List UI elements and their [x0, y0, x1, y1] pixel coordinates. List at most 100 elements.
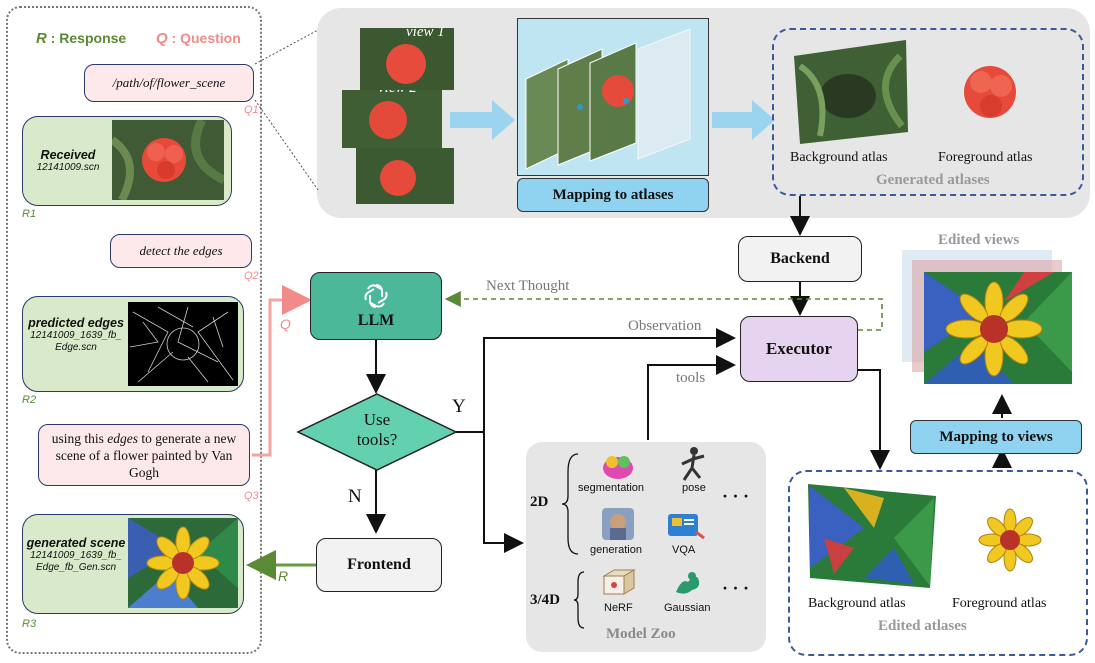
edited-view-front	[924, 272, 1072, 384]
arrow-next-thought	[444, 291, 883, 331]
generated-fg-atlas-caption: Foreground atlas	[938, 150, 1033, 165]
pose-label: pose	[682, 482, 706, 494]
zoo-2d-label: 2D	[530, 494, 549, 510]
response-1-title: Received	[40, 148, 96, 162]
response-1-caption: Received 12141009.scn	[28, 148, 108, 174]
generation-icon	[602, 508, 634, 545]
frontend-node: Frontend	[316, 538, 442, 592]
arrow-to-model-zoo	[483, 432, 524, 553]
mapping-planes	[525, 28, 691, 170]
decision-label-2: tools?	[356, 430, 398, 449]
legend-r-symbol: R	[36, 30, 47, 47]
segmentation-icon	[602, 452, 634, 485]
pose-icon	[678, 446, 706, 489]
arrow-views-to-mapping	[450, 100, 515, 140]
question-3-text-pre: using this	[51, 430, 108, 446]
view-1-label: view 1	[406, 24, 445, 40]
generated-atlases-box	[772, 28, 1084, 196]
decision-label: Use tools?	[336, 410, 418, 450]
legend-q-text: : Question	[167, 30, 241, 46]
model-zoo-title: Model Zoo	[606, 626, 676, 642]
van-gogh-painting	[128, 518, 238, 608]
response-2-caption: predicted edges 12141009_1639_fb_ Edge.s…	[24, 316, 128, 354]
no-label: N	[348, 486, 362, 507]
zoo-2d-ellipsis: · · ·	[722, 486, 750, 506]
segmentation-label: segmentation	[578, 482, 645, 494]
zoo-34d-brace	[573, 571, 585, 629]
legend-q-symbol: Q	[155, 30, 168, 47]
question-1-text: /path/of/flower_scene	[112, 75, 226, 90]
response-2-title: predicted edges	[28, 316, 124, 330]
arrow-question-to-llm	[252, 285, 312, 457]
edited-atlases-title: Edited atlases	[878, 618, 967, 634]
view-2-image	[342, 90, 442, 148]
question-2-tag: Q2	[244, 270, 259, 282]
mapping-to-views-label: Mapping to views	[910, 420, 1082, 454]
response-1-image	[112, 120, 224, 200]
arrow-observation	[456, 328, 736, 433]
response-3-caption: generated scene 12141009_1639_fb_ Edge_f…	[24, 536, 128, 574]
generated-bg-atlas-caption: Background atlas	[790, 150, 888, 165]
r-edge-label: R	[278, 568, 289, 584]
response-1-tag: R1	[22, 208, 37, 220]
view-t-image	[356, 148, 454, 204]
response-3-title: generated scene	[26, 536, 126, 550]
question-3-tag: Q3	[244, 490, 259, 502]
zoom-lines	[254, 29, 319, 191]
next-thought-label: Next Thought	[486, 278, 570, 294]
generated-atlases-title: Generated atlases	[876, 172, 990, 188]
response-2-file-1: 12141009_1639_fb_	[30, 330, 122, 341]
question-3-text-em: edges	[107, 430, 139, 446]
generated-background-atlas	[790, 36, 910, 146]
response-2-image	[128, 302, 238, 386]
zoo-34d-label: 3/4D	[530, 592, 560, 608]
question-3-text-post: to generate a new scene of a flower pain…	[55, 430, 237, 480]
response-2-file-2: Edge.scn	[55, 342, 97, 353]
response-3-file-1: 12141009_1639_fb_	[30, 550, 122, 561]
question-bubble-1: /path/of/flower_scene	[84, 64, 254, 102]
edge-map	[128, 302, 238, 386]
response-1-file: 12141009.scn	[36, 162, 100, 173]
arrow-executor-to-edited	[838, 369, 890, 470]
edited-background-atlas	[804, 478, 940, 594]
nerf-icon	[600, 568, 636, 603]
legend: R : Response Q : Question	[36, 30, 241, 47]
flower-photo	[112, 120, 224, 200]
generated-foreground-atlas	[955, 52, 1025, 137]
gaussian-label: Gaussian	[664, 602, 711, 614]
gaussian-icon	[672, 568, 702, 603]
decision-label-1: Use	[363, 410, 391, 429]
legend-r-text: : Response	[46, 30, 127, 46]
response-2-tag: R2	[22, 394, 37, 406]
tools-label: tools	[676, 370, 706, 386]
executor-node: Executor	[740, 316, 858, 382]
zoo-2d-brace	[561, 453, 579, 555]
question-1-tag: Q1	[244, 104, 259, 116]
llm-label: LLM	[357, 312, 395, 329]
arrow-mapping-to-atlases	[712, 100, 775, 140]
vqa-label: VQA	[672, 544, 696, 556]
edited-views-title: Edited views	[938, 232, 1020, 248]
openai-icon	[364, 284, 388, 308]
question-bubble-2: detect the edges	[110, 234, 252, 268]
mapping-illustration	[517, 18, 709, 176]
response-3-image	[128, 518, 238, 608]
yes-label: Y	[452, 396, 466, 417]
arrow-tools	[647, 355, 736, 440]
observation-label: Observation	[628, 318, 702, 334]
question-2-text: detect the edges	[139, 243, 223, 258]
edited-atlases-box	[788, 470, 1088, 656]
edited-foreground-atlas	[978, 508, 1042, 577]
vqa-icon	[666, 510, 706, 545]
zoo-34d-ellipsis: · · ·	[722, 578, 750, 598]
view-1-image	[360, 28, 454, 90]
model-zoo-panel	[526, 442, 766, 652]
nerf-label: NeRF	[604, 602, 633, 614]
chat-panel	[6, 6, 262, 654]
generation-label: generation	[590, 544, 642, 556]
response-3-file-2: Edge_fb_Gen.scn	[35, 562, 117, 573]
mapping-to-atlases-label: Mapping to atlases	[517, 178, 709, 212]
q-edge-label: Q	[280, 316, 291, 332]
llm-node: LLM	[310, 272, 442, 340]
edited-bg-atlas-caption: Background atlas	[808, 596, 906, 611]
